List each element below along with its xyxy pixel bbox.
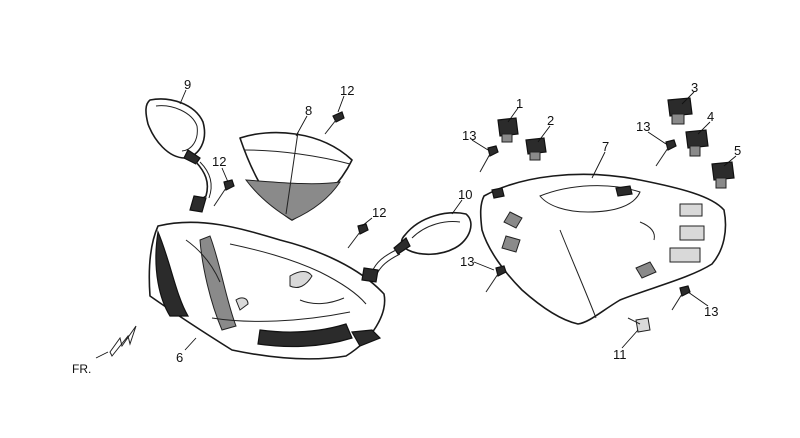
callout-11: 11	[613, 347, 627, 362]
front-handle-cover-part	[148, 221, 386, 360]
cap-part-3	[667, 97, 693, 125]
front-direction-arrow: FR.	[72, 325, 137, 376]
screw-13-a	[479, 145, 499, 173]
callout-13-a: 13	[462, 128, 476, 143]
screw-13-d	[671, 285, 691, 311]
callout-6: 6	[176, 350, 183, 365]
callout-13-c: 13	[460, 254, 474, 269]
screw-12-c	[347, 223, 369, 249]
callout-9: 9	[184, 77, 191, 92]
callout-1: 1	[516, 96, 523, 111]
cap-part-2	[525, 137, 547, 161]
screw-12-a	[324, 111, 345, 135]
callout-3: 3	[691, 80, 698, 95]
cap-part-5	[711, 161, 735, 189]
windscreen-part	[239, 131, 353, 221]
callout-labels: 1 2 3 4 5 6 7 8 9 10 11 12 12 12 13 13 1…	[176, 77, 741, 365]
callout-13-d: 13	[704, 304, 718, 319]
callout-4: 4	[707, 109, 714, 124]
screw-13-c	[485, 265, 507, 293]
callout-10: 10	[458, 187, 472, 202]
callout-12-a: 12	[340, 83, 354, 98]
callout-2: 2	[547, 113, 554, 128]
screw-13-b	[655, 139, 677, 167]
direction-label: FR.	[72, 362, 91, 376]
callout-12-c: 12	[372, 205, 386, 220]
callout-8: 8	[305, 103, 312, 118]
cap-part-4	[685, 129, 709, 157]
callout-7: 7	[602, 139, 609, 154]
leader-lines	[179, 89, 737, 351]
callout-13-b: 13	[636, 119, 650, 134]
left-mirror-part	[145, 98, 212, 213]
cap-part-1	[497, 117, 519, 143]
bolt-11	[627, 317, 651, 333]
callout-12-b: 12	[212, 154, 226, 169]
callout-5: 5	[734, 143, 741, 158]
screw-12-b	[213, 179, 235, 207]
right-mirror-part	[361, 212, 472, 283]
rear-handle-cover-part	[479, 173, 727, 325]
